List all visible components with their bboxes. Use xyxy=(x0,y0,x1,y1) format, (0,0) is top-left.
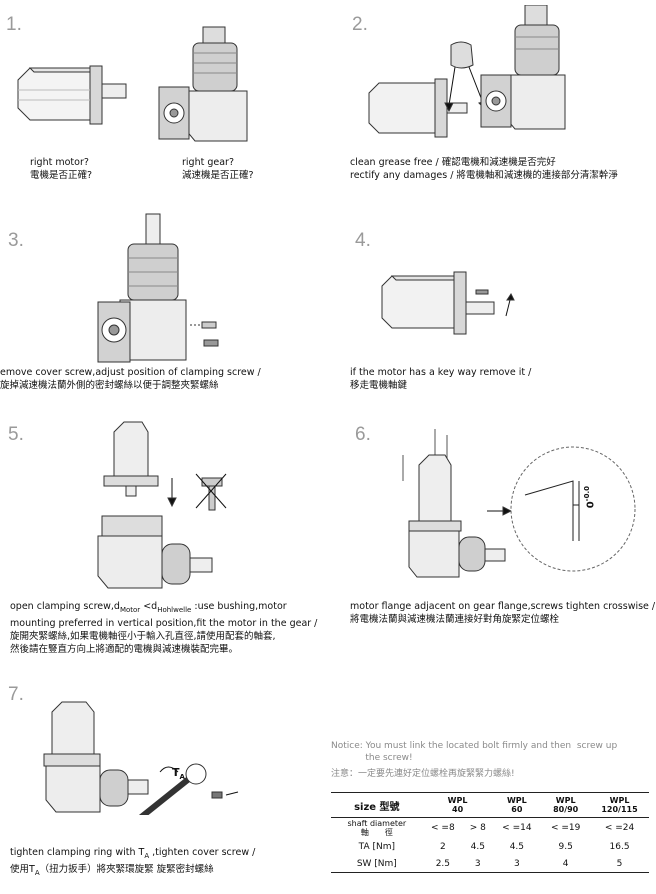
caption-fit-motor-rest: mounting preferred in vertical position,… xyxy=(10,617,318,655)
table-cell: 2.5 xyxy=(422,855,464,873)
step-number-3: 3. xyxy=(8,230,24,251)
step-number-6: 6. xyxy=(355,424,371,445)
table-row: TA [Nm] 2 4.5 4.5 9.5 16.5 xyxy=(331,838,649,855)
table-row: SW [Nm] 2.5 3 3 4 5 xyxy=(331,855,649,873)
caption-remove-key: if the motor has a key way remove it / 移… xyxy=(350,367,532,391)
row-label-sw: SW [Nm] xyxy=(331,855,423,873)
table-cell: 4 xyxy=(541,855,591,873)
table-cell: 4.5 xyxy=(509,841,525,852)
table-cell: 3 xyxy=(463,855,493,873)
gap-tolerance: -0.0 xyxy=(583,486,591,502)
figure-flange-screws xyxy=(395,425,650,585)
figure-fit-motor xyxy=(92,418,242,593)
figure-remove-cover-screw xyxy=(90,210,240,370)
table-cell: < =14 xyxy=(502,823,532,833)
gap-value: 0 xyxy=(585,501,597,509)
caption-fit-motor-prefix: open clamping screw,d xyxy=(10,601,120,612)
row-label-shaft-diameter: shaft diameter 軸 徑 xyxy=(347,819,407,837)
table-cell: 16.5 xyxy=(609,841,630,852)
caption-right-motor: right motor? 電機是否正確? xyxy=(30,157,93,181)
ta-label: TA xyxy=(172,766,185,781)
table-cell: 5 xyxy=(590,855,649,873)
model-brand: WPL xyxy=(447,796,468,805)
step-number-1: 1. xyxy=(6,14,22,35)
caption-fit-motor-lt: <d xyxy=(140,601,158,612)
model-brand: WPL xyxy=(609,796,630,805)
figure-motor xyxy=(10,60,130,140)
table-cell: < =8 xyxy=(431,823,455,833)
caption-tighten-ring: tighten clamping ring with TA ,tighten c… xyxy=(10,846,255,880)
caption-tighten-suffix: ,tighten cover screw / xyxy=(149,847,256,858)
table-row: shaft diameter 軸 徑 < =8 > 8 < =14 < =19 … xyxy=(331,818,649,839)
model-brand: WPL xyxy=(506,796,527,805)
notice-zh: 注意：一定要先連好定位螺栓再旋緊緊力螺絲! xyxy=(331,769,515,779)
table-cell: 4.5 xyxy=(470,841,485,852)
table-cell: > 8 xyxy=(469,823,486,833)
subscript-motor: Motor xyxy=(119,605,141,614)
caption-clean-grease: clean grease free / 確認電機和減速機是否完好 rectify… xyxy=(350,157,618,181)
ta-label-t: T xyxy=(172,766,180,779)
model-brand: WPL xyxy=(555,796,576,805)
step-number-2: 2. xyxy=(352,14,368,35)
model-size: 80/90 xyxy=(553,805,579,814)
caption-right-gear: right gear? 減速機是否正確? xyxy=(182,157,254,181)
gap-tolerance-label: 0-0.0 xyxy=(583,486,596,508)
subscript-hohlwelle: Hohlwelle xyxy=(157,605,192,614)
figure-tighten-ring xyxy=(40,700,240,815)
notice-en: Notice: You must link the located bolt f… xyxy=(331,741,618,763)
figure-right-angle-gear xyxy=(155,25,265,145)
caption-tighten-sub2: A xyxy=(34,868,40,877)
step-number-5: 5. xyxy=(8,424,24,445)
caption-remove-cover-screw: emove cover screw,adjust position of cla… xyxy=(0,367,261,391)
model-size: 60 xyxy=(511,805,523,814)
caption-tighten-zh-prefix: 使用T xyxy=(10,863,35,875)
table-cell: 2 xyxy=(440,841,446,852)
caption-tighten-zh-suffix: （扭力扳手）將夾緊環旋緊 旋緊密封螺絲 xyxy=(39,863,214,875)
step-number-4: 4. xyxy=(355,230,371,251)
model-size: 40 xyxy=(452,805,464,814)
table-cell: 3 xyxy=(492,855,542,873)
caption-fit-motor: open clamping screw,dMotor <dHohlwelle :… xyxy=(10,600,317,656)
figure-remove-key xyxy=(378,270,528,340)
table-cell: < =19 xyxy=(550,823,581,833)
ta-label-sub: A xyxy=(179,773,185,782)
figure-clean-parts xyxy=(365,5,650,150)
caption-flange-screws: motor flange adjacent on gear flange,scr… xyxy=(350,601,656,625)
table-header-size: size 型號 xyxy=(331,792,423,818)
model-size: 120/115 xyxy=(601,805,638,814)
caption-tighten-prefix: tighten clamping ring with T xyxy=(10,847,145,858)
caption-fit-motor-suffix: :use bushing,motor xyxy=(191,601,287,612)
row-label-ta: TA [Nm] xyxy=(358,841,395,852)
step-number-7: 7. xyxy=(8,684,24,705)
caption-tighten-sub1: A xyxy=(144,851,150,860)
table-cell: 9.5 xyxy=(558,841,573,852)
table-cell: < =24 xyxy=(604,823,635,833)
